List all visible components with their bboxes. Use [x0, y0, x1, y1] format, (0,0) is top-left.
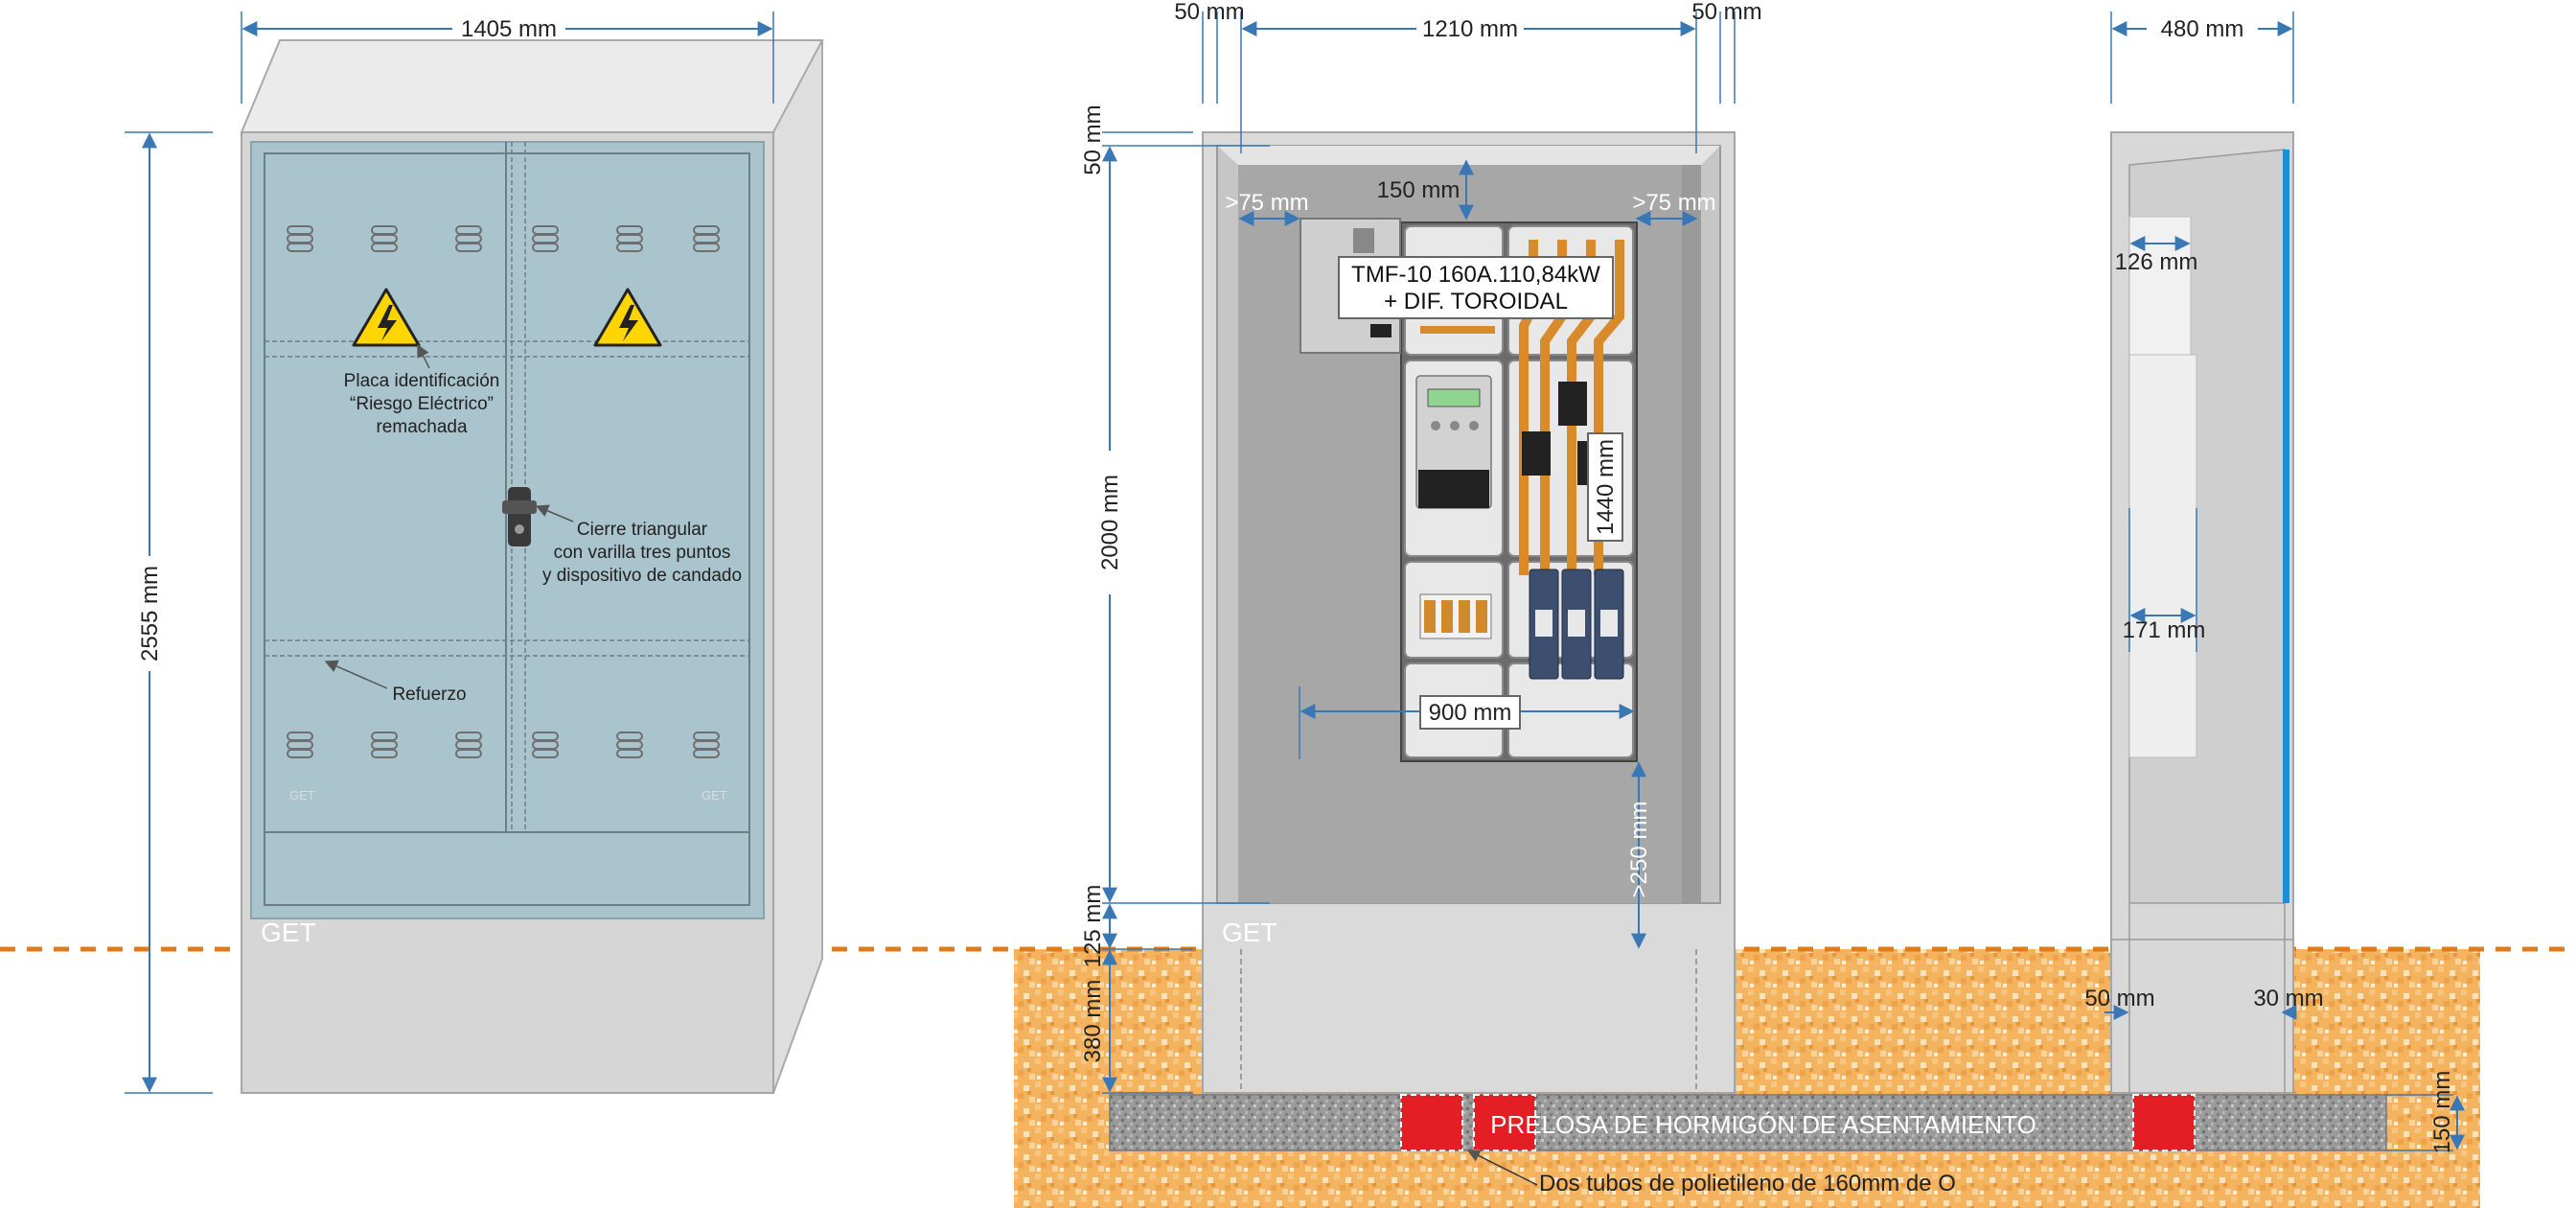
side-breaker-profile	[2128, 216, 2192, 356]
fuse-switch-disconnectors	[1529, 569, 1624, 680]
dim-380: 380 mm	[1080, 980, 1106, 1063]
dim-50-side: 50 mm	[2084, 986, 2154, 1011]
electric-hazard-warning-icon	[352, 288, 421, 347]
interior-view: TMF-10 160A.110,84kW + DIF. TOROIDAL 144…	[1080, 0, 1762, 1094]
dim-gt75-right: >75 mm	[1632, 190, 1715, 216]
breaker-label-line1: TMF-10 160A.110,84kW	[1351, 262, 1600, 288]
dim-1440: 1440 mm	[1593, 439, 1619, 535]
dim-126: 126 mm	[2115, 249, 2198, 275]
cabinet-top-face	[240, 39, 824, 133]
current-transformer	[1522, 431, 1551, 476]
brand-logo-interior: GET	[1222, 918, 1277, 947]
front-width-dim: 1405 mm	[461, 16, 557, 42]
dim-150-interior: 150 mm	[1377, 177, 1460, 203]
front-door-panel	[250, 141, 765, 919]
breaker-handle	[1353, 228, 1374, 253]
front-view: Placa identificación “Riesgo Eléctrico” …	[125, 12, 824, 1094]
side-view: 480 mm 126 mm 171 mm 50 mm 30 mm 150 mm	[2084, 12, 2465, 1154]
energy-meter-device	[1415, 375, 1492, 509]
conduit-tube	[1473, 1094, 1536, 1151]
side-width-dim: 480 mm	[2161, 16, 2244, 42]
side-door-edge	[2283, 150, 2289, 903]
dim-50-top-left: 50 mm	[1174, 0, 1244, 25]
door-lock-handle[interactable]	[502, 487, 537, 546]
side-module-profile	[2128, 354, 2197, 758]
front-height-dim: 2555 mm	[137, 566, 163, 662]
dim-150-slab: 150 mm	[2429, 1071, 2455, 1154]
lock-leader	[535, 504, 574, 523]
tubes-label: Dos tubos de polietileno de 160mm de O	[1539, 1171, 1956, 1196]
plate-note-line3: remachada	[376, 417, 467, 437]
plate-note-line2: “Riesgo Eléctrico”	[350, 394, 494, 414]
lock-note-line3: y dispositivo de candado	[542, 566, 742, 586]
foundation: PRELOSA DE HORMIGÓN DE ASENTAMIENTO Dos …	[1109, 1094, 2387, 1196]
dim-50-top-right: 50 mm	[1691, 0, 1761, 25]
cabinet-side-face	[772, 39, 823, 1094]
reinforcement-leader	[324, 660, 388, 689]
brand-logo-front: GET	[261, 918, 316, 947]
electric-hazard-warning-icon	[593, 288, 662, 347]
dim-125: 125 mm	[1080, 885, 1106, 968]
dim-2000: 2000 mm	[1097, 475, 1123, 570]
plate-note-line1: Placa identificación	[344, 371, 500, 391]
brand-mark-small: GET	[702, 788, 727, 802]
dim-50-left-top: 50 mm	[1080, 105, 1106, 174]
dim-171: 171 mm	[2123, 617, 2206, 643]
plate-leader	[417, 343, 430, 369]
dim-gt250: >250 mm	[1626, 801, 1652, 898]
dim-gt75-left: >75 mm	[1225, 190, 1308, 216]
dim-900: 900 mm	[1429, 700, 1512, 726]
conduit-tube	[2132, 1094, 2196, 1151]
reinforcement-note: Refuerzo	[392, 685, 466, 705]
dim-1210: 1210 mm	[1422, 16, 1518, 42]
lock-note-line2: con varilla tres puntos	[554, 543, 731, 563]
brand-mark-small: GET	[289, 788, 315, 802]
lock-note-line1: Cierre triangular	[577, 520, 708, 540]
tubes-leader	[1466, 1150, 1538, 1186]
dim-30-side: 30 mm	[2253, 986, 2323, 1011]
current-transformer	[1558, 382, 1587, 426]
breaker-label-box	[1338, 256, 1614, 319]
conduit-tube	[1400, 1094, 1463, 1151]
slab-label: PRELOSA DE HORMIGÓN DE ASENTAMIENTO	[1490, 1110, 2036, 1139]
breaker-label-line2: + DIF. TOROIDAL	[1384, 289, 1568, 314]
fuse-terminal-block	[1419, 593, 1492, 639]
